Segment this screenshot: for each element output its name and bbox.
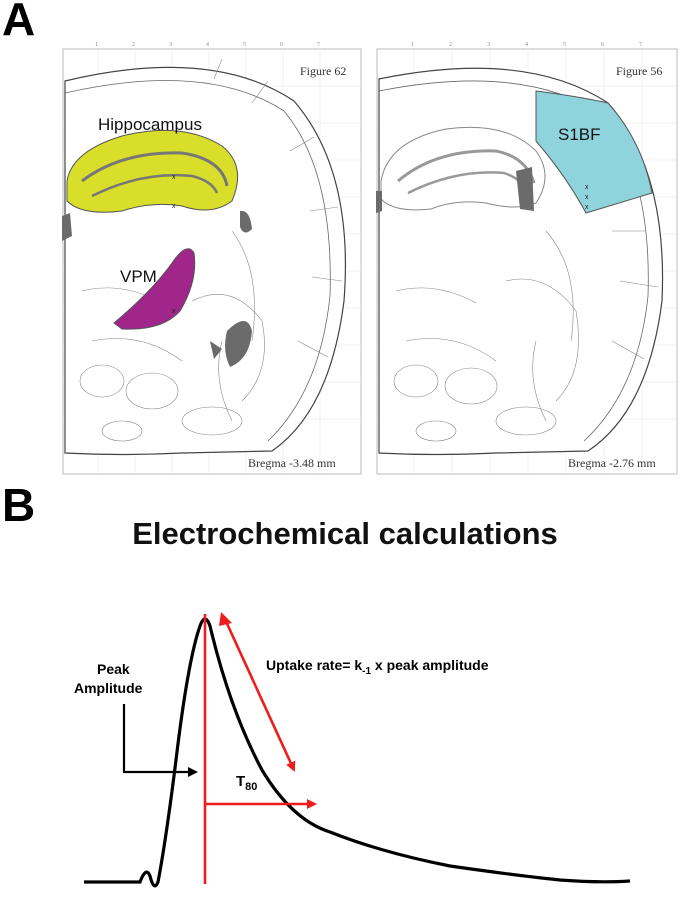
s1bf-region [535, 90, 653, 214]
trace-curve [84, 617, 631, 888]
svg-text:x: x [585, 184, 589, 191]
hippocampus-label: Hippocampus [98, 115, 202, 134]
top-tick: 6 [280, 42, 283, 48]
top-tick: 2 [449, 42, 452, 48]
top-tick: 3 [487, 42, 490, 48]
panel-b-letter: B [2, 479, 36, 531]
trace-drawing: Peak Amplitude Uptake rate= k-1 x peak a… [74, 612, 631, 888]
atlas-left-bregma-label: Bregma -3.48 mm [248, 456, 336, 470]
top-tick: 6 [601, 42, 604, 48]
top-tick: 5 [243, 42, 246, 48]
uptake-label: Uptake rate= k-1 x peak amplitude [266, 657, 489, 677]
hippocampus-region [66, 129, 239, 213]
uptake-arrow [222, 616, 296, 772]
svg-text:x: x [585, 204, 589, 211]
atlas-right-figure-label: Figure 56 [616, 64, 662, 78]
svg-text:x: x [172, 308, 176, 315]
top-tick: 1 [411, 42, 414, 48]
top-tick: 2 [132, 42, 135, 48]
calc-title: Electrochemical calculations [132, 516, 558, 551]
atlas-section-left: x x x Figure 62 Bregma -3.48 mm Hippocam… [62, 41, 364, 477]
top-tick: 5 [563, 42, 566, 48]
top-tick: 7 [317, 42, 320, 48]
atlas-left-figure-label: Figure 62 [300, 64, 346, 78]
top-tick: 4 [206, 42, 209, 48]
top-tick: 1 [95, 42, 98, 48]
s1bf-label: S1BF [558, 125, 601, 144]
vpm-label: VPM [120, 267, 157, 286]
peak-amplitude-arrow [122, 704, 198, 777]
top-tick: 7 [639, 42, 642, 48]
svg-text:x: x [172, 174, 176, 181]
top-tick: 4 [525, 42, 528, 48]
vpm-region [113, 248, 196, 330]
atlas-left-drawing: x x x Figure 62 Bregma -3.48 mm Hippocam… [62, 42, 362, 475]
panel-a-letter: A [2, 0, 36, 45]
svg-text:x: x [172, 203, 176, 210]
atlas-right-drawing: x x x Figure 56 Bregma -2.76 mm S1BF 1 2… [376, 42, 678, 475]
peak-label-line1: Peak [97, 661, 130, 677]
atlas-right-bregma-label: Bregma -2.76 mm [568, 456, 656, 470]
top-tick: 3 [169, 42, 172, 48]
atlas-section-right: x x x Figure 56 Bregma -2.76 mm S1BF 1 2… [376, 41, 687, 477]
svg-text:x: x [585, 194, 589, 201]
peak-label-line2: Amplitude [74, 680, 143, 696]
electrochemical-trace-figure: Peak Amplitude Uptake rate= k-1 x peak a… [0, 600, 690, 899]
t80-label: T80 [236, 773, 257, 793]
